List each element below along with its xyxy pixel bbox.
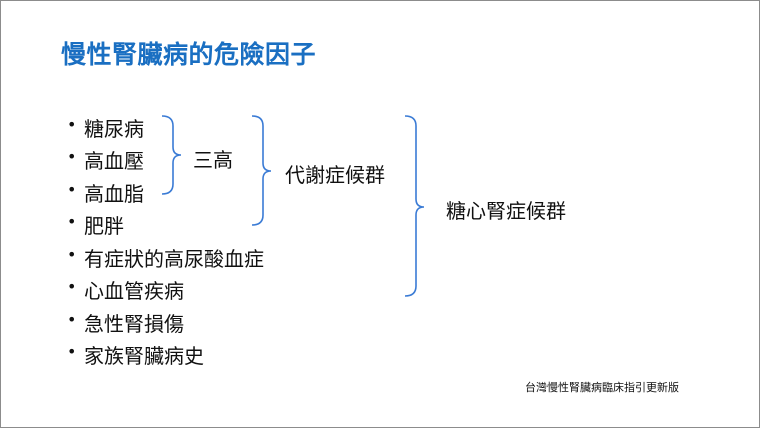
metabolic-bracket-icon [251, 115, 272, 226]
list-item: • 高血脂 [67, 176, 264, 209]
cardiorenal-bracket-icon [404, 115, 425, 297]
list-item-label: 急性腎損傷 [84, 311, 184, 336]
list-item-label: 肥胖 [84, 214, 124, 239]
bullet-icon: • [67, 277, 77, 297]
bullet-icon: • [67, 212, 77, 232]
bullet-icon: • [67, 342, 77, 362]
bullet-icon: • [67, 147, 77, 167]
bullet-icon: • [67, 244, 77, 264]
bullet-icon: • [67, 114, 77, 134]
list-item-label: 家族腎臟病史 [84, 344, 204, 369]
list-item: • 肥胖 [67, 209, 264, 242]
slide-title: 慢性腎臟病的危險因子 [61, 40, 317, 69]
list-item: • 家族腎臟病史 [67, 339, 264, 372]
list-item: • 心血管疾病 [67, 274, 264, 307]
three-highs-label: 三高 [193, 148, 233, 172]
three-highs-bracket-icon [161, 115, 182, 195]
list-item-label: 心血管疾病 [84, 279, 184, 304]
list-item-label: 高血壓 [84, 149, 144, 174]
metabolic-syndrome-label: 代謝症候群 [285, 163, 385, 187]
bullet-icon: • [67, 179, 77, 199]
source-footnote: 台灣慢性腎臟病臨床指引更新版 [525, 381, 679, 394]
list-item-label: 有症狀的高尿酸血症 [84, 246, 264, 271]
list-item-label: 高血脂 [84, 181, 144, 206]
list-item: • 糖尿病 [67, 111, 264, 144]
list-item-label: 糖尿病 [84, 116, 144, 141]
list-item: • 急性腎損傷 [67, 306, 264, 339]
risk-factor-list: • 糖尿病 • 高血壓 • 高血脂 • 肥胖 • 有症狀的高尿酸血症 • 心血管疾病 • 急性… [67, 111, 264, 371]
list-item: • 有症狀的高尿酸血症 [67, 241, 264, 274]
list-item: • 高血壓 [67, 144, 264, 177]
bullet-icon: • [67, 309, 77, 329]
cardiorenal-syndrome-label: 糖心腎症候群 [446, 199, 566, 223]
